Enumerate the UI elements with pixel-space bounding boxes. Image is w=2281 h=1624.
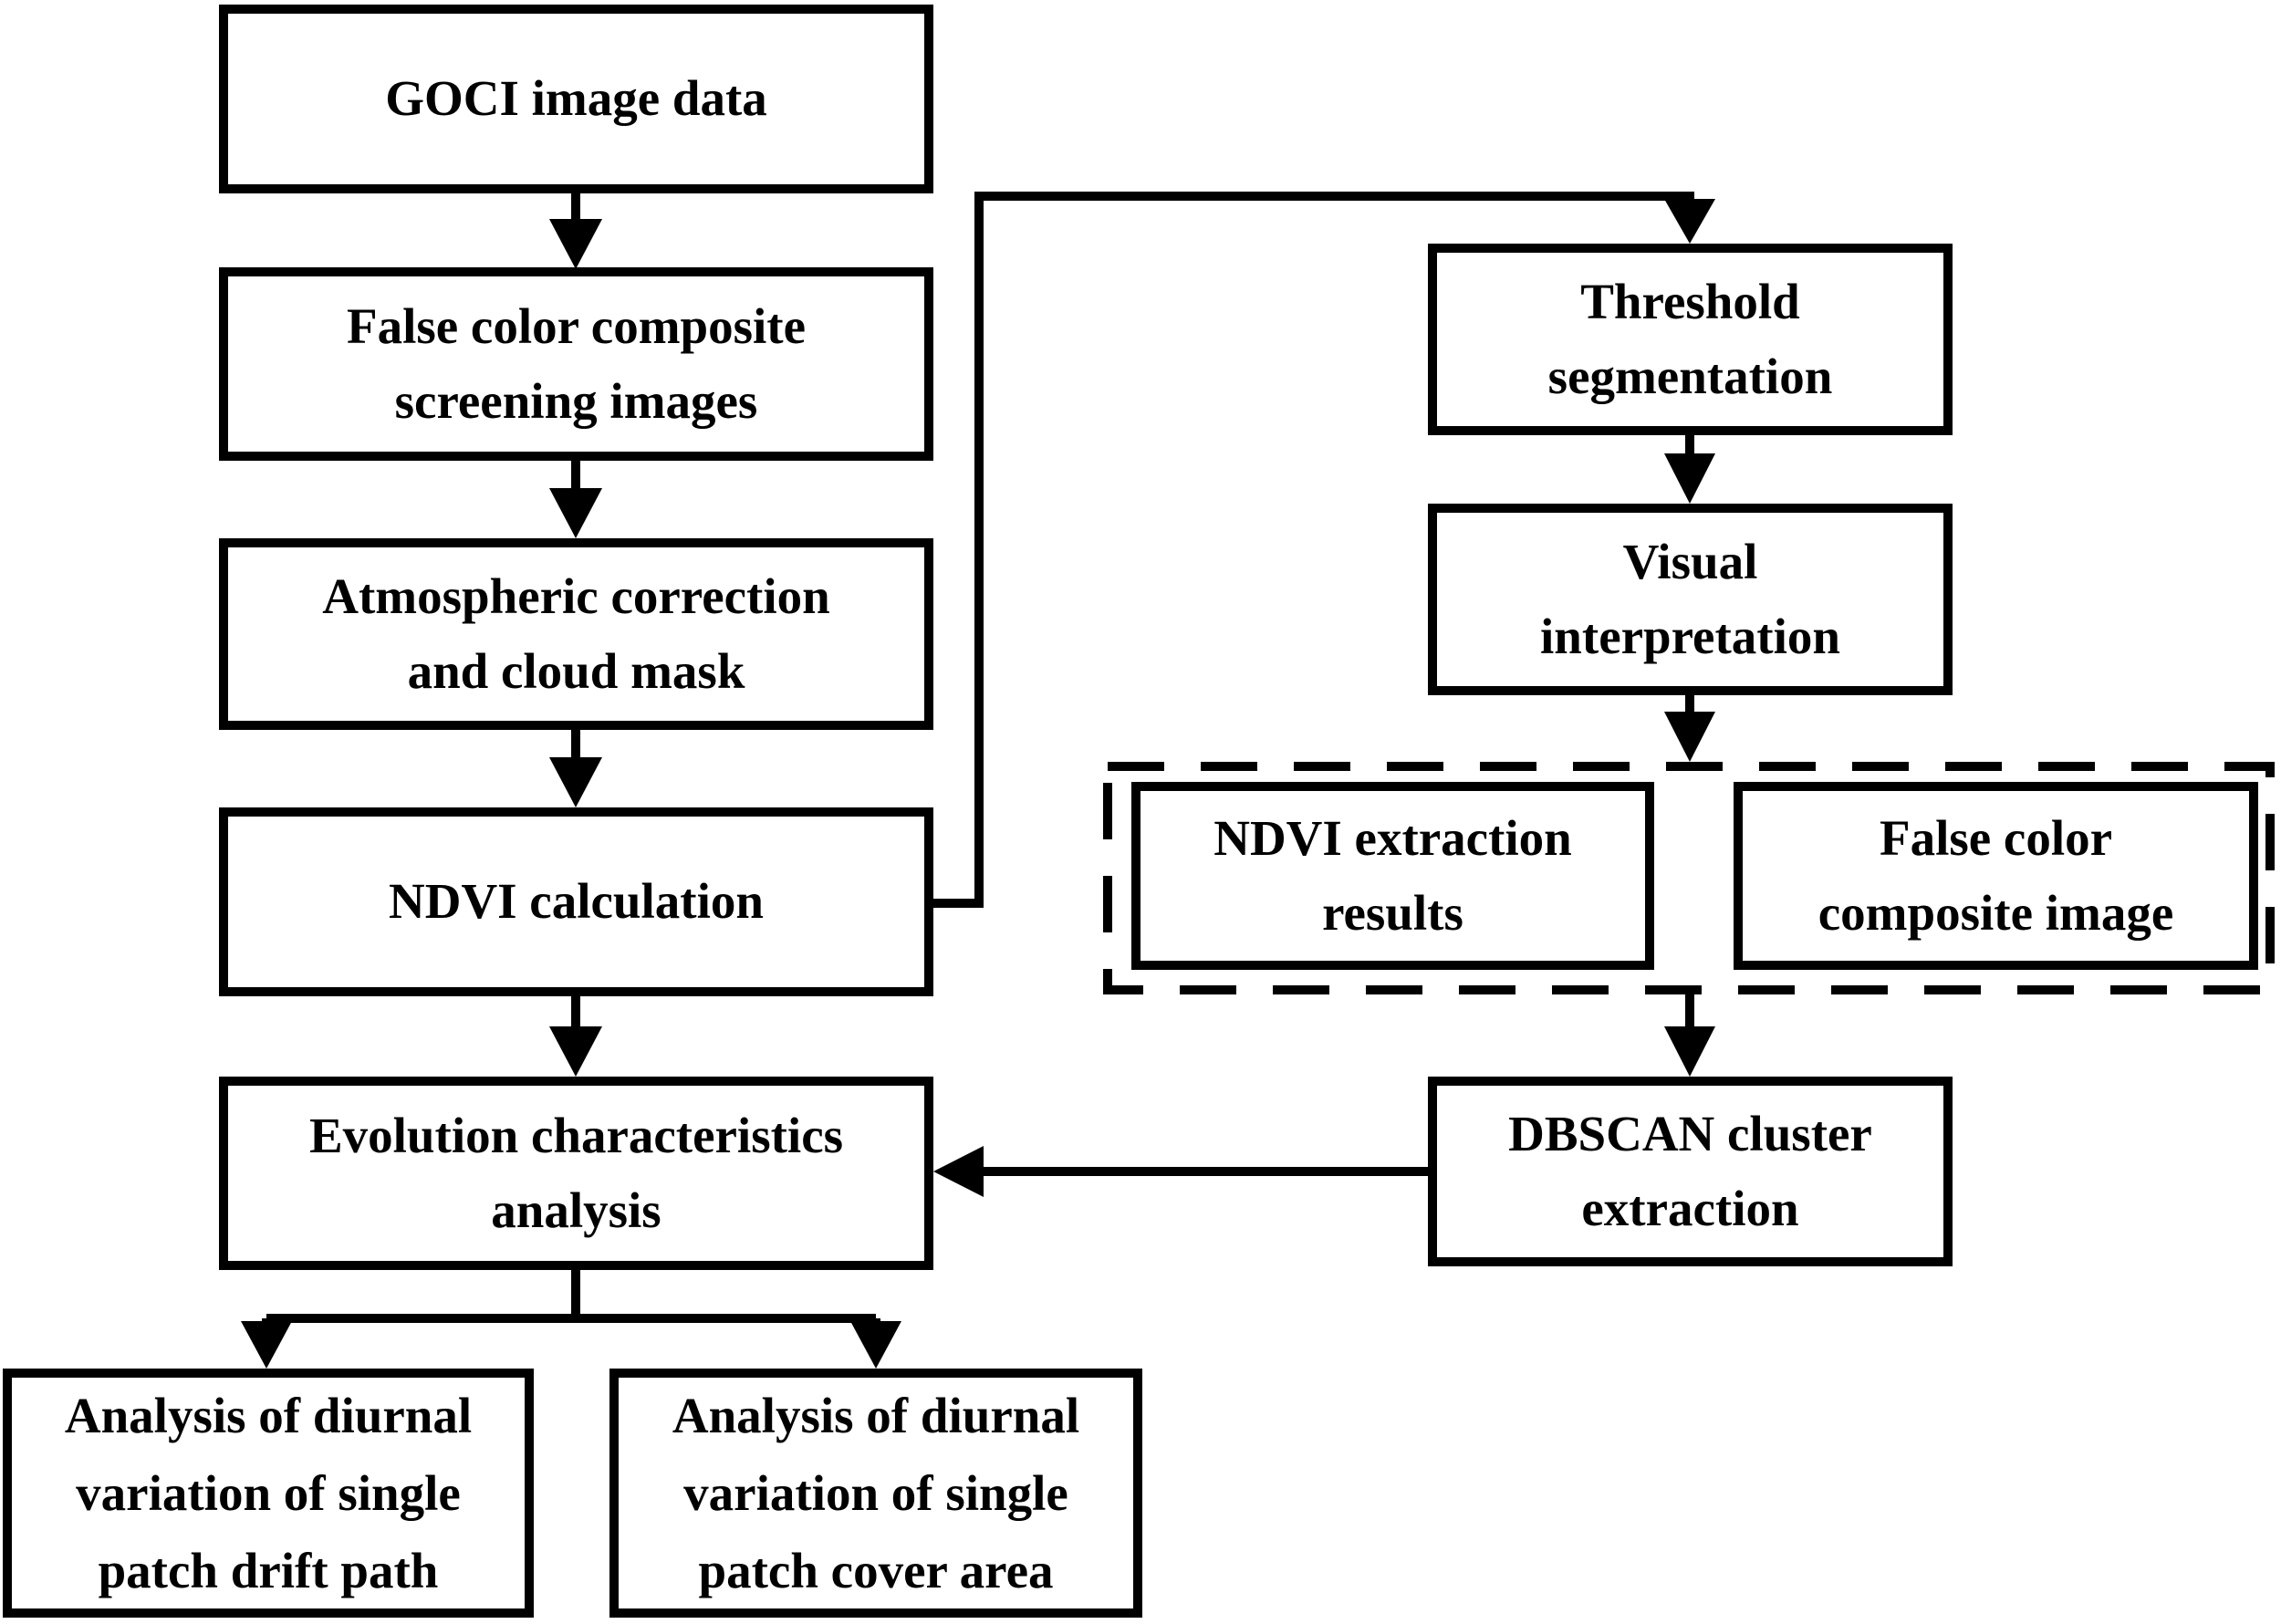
arrowhead-group-to-dbscan (1664, 1026, 1715, 1077)
arrowhead-dbscan-to-evolution (933, 1146, 984, 1197)
node-false-color-screening: False color composite screening images (219, 267, 933, 461)
arrowhead-screening-to-atmospheric (549, 488, 602, 538)
node-visual-interpretation: Visual interpretation (1428, 504, 1953, 695)
node-atmospheric-correction: Atmospheric correction and cloud mask (219, 538, 933, 730)
intermediate-results-group-border (1103, 762, 2275, 994)
arrowhead-ndvi-to-evolution (549, 1026, 602, 1077)
connector-evolution-split (262, 1270, 880, 1325)
node-drift-path-analysis: Analysis of diurnal variation of single … (3, 1369, 534, 1618)
node-ndvi-calculation: NDVI calculation (219, 807, 933, 996)
arrowhead-split-to-cover (850, 1321, 901, 1369)
node-evolution-analysis: Evolution characteristics analysis (219, 1077, 933, 1270)
connector-ndvi-to-threshold (933, 192, 1694, 908)
arrowhead-visual-to-group (1664, 712, 1715, 762)
node-goci-image-data: GOCI image data (219, 5, 933, 193)
arrowhead-split-to-drift (241, 1321, 292, 1369)
node-ndvi-extraction-results: NDVI extraction results (1131, 782, 1654, 970)
node-cover-area-analysis: Analysis of diurnal variation of single … (609, 1369, 1142, 1618)
node-false-color-composite-image: False color composite image (1734, 782, 2258, 970)
arrowhead-ndvi-to-threshold (1664, 199, 1715, 244)
arrowhead-threshold-to-visual (1664, 453, 1715, 504)
arrowhead-atmospheric-to-ndvi (549, 757, 602, 807)
node-dbscan-extraction: DBSCAN cluster extraction (1428, 1077, 1953, 1266)
arrowhead-goci-to-screening (549, 219, 602, 269)
node-threshold-segmentation: Threshold segmentation (1428, 244, 1953, 435)
